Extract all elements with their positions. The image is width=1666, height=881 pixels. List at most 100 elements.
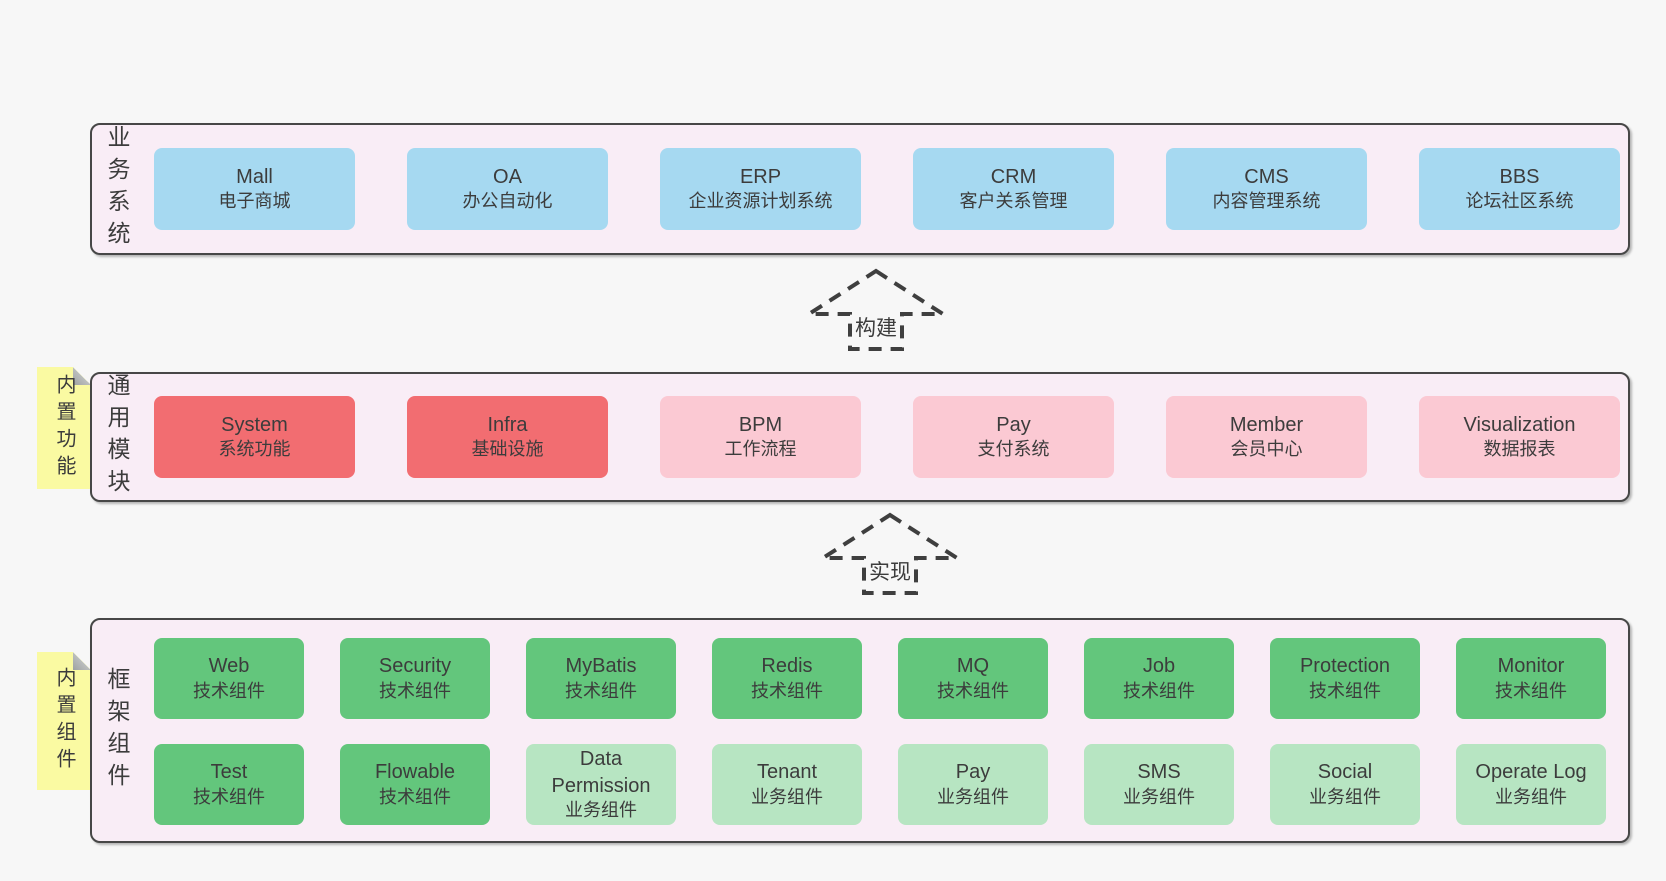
box-subtitle: 技术组件 [193,786,265,807]
box-subtitle: 技术组件 [751,680,823,701]
box-subtitle: 业务组件 [565,800,637,821]
up-arrow-icon [820,512,960,595]
box-visualization: Visualization 数据报表 [1419,396,1620,478]
panel-business-systems: 业务系统 Mall 电子商城 OA 办公自动化 ERP 企业资源计划系统 CRM… [90,123,1630,255]
box-monitor: Monitor 技术组件 [1456,638,1606,719]
box-subtitle: 技术组件 [193,680,265,701]
box-title: Web [208,655,250,678]
box-mq: MQ 技术组件 [898,638,1048,719]
box-subtitle: 办公自动化 [462,191,553,212]
box-title: Pay [955,761,991,784]
box-subtitle: 工作流程 [724,439,797,460]
box-redis: Redis 技术组件 [712,638,862,719]
panel-components-label: 框架组件 [104,666,130,795]
box-title: Test [210,761,248,784]
business-box-row: Mall 电子商城 OA 办公自动化 ERP 企业资源计划系统 CRM 客户关系… [154,125,1620,253]
note-fold-corner [73,652,91,670]
box-bpm: BPM 工作流程 [660,396,861,478]
panel-business-label: 业务系统 [104,125,130,253]
box-title: Social [1317,761,1373,784]
box-subtitle: 客户关系管理 [959,191,1068,212]
box-operate-log: Operate Log 业务组件 [1456,744,1606,825]
box-title: Redis [761,655,813,678]
box-subtitle: 论坛社区系统 [1465,191,1574,212]
box-subtitle: 技术组件 [379,680,451,701]
box-crm: CRM 客户关系管理 [913,148,1114,230]
box-subtitle: 技术组件 [1495,680,1567,701]
box-data-permission: Data Permission 业务组件 [526,744,676,825]
box-title: Job [1142,655,1176,678]
box-subtitle: 内容管理系统 [1212,191,1321,212]
box-flowable: Flowable 技术组件 [340,744,490,825]
box-pay-component: Pay 业务组件 [898,744,1048,825]
up-arrow-icon [806,268,946,351]
box-mybatis: MyBatis 技术组件 [526,638,676,719]
modules-box-row: System 系统功能 Infra 基础设施 BPM 工作流程 Pay 支付系统… [154,374,1620,500]
box-title: ERP [739,165,782,188]
box-title: Monitor [1497,655,1565,678]
box-system: System 系统功能 [154,396,355,478]
box-title: Operate Log [1475,761,1587,784]
box-subtitle: 业务组件 [1495,786,1567,807]
components-row-2: Test 技术组件 Flowable 技术组件 Data Permission … [154,744,1606,825]
box-protection: Protection 技术组件 [1270,638,1420,719]
box-title: Flowable [374,761,456,784]
box-subtitle: 技术组件 [1309,680,1381,701]
box-subtitle: 技术组件 [937,680,1009,701]
box-subtitle: 业务组件 [937,786,1009,807]
box-title: Pay [996,413,1031,436]
panel-common-modules: 通用模块 System 系统功能 Infra 基础设施 BPM 工作流程 Pay… [90,372,1630,502]
build-arrow-label: 构建 [852,312,900,342]
box-member: Member 会员中心 [1166,396,1367,478]
box-title: CMS [1244,165,1289,188]
box-title: SMS [1137,761,1181,784]
box-pay-system: Pay 支付系统 [913,396,1114,478]
box-title: Visualization [1463,413,1576,436]
box-subtitle: 会员中心 [1230,439,1303,460]
box-subtitle: 系统功能 [218,439,291,460]
sticky-note-label: 内置功能 [53,374,75,482]
box-subtitle: 支付系统 [977,439,1050,460]
box-subtitle: 业务组件 [1123,786,1195,807]
box-bbs: BBS 论坛社区系统 [1419,148,1620,230]
box-erp: ERP 企业资源计划系统 [660,148,861,230]
box-infra: Infra 基础设施 [407,396,608,478]
components-box-rows: Web 技术组件 Security 技术组件 MyBatis 技术组件 Redi… [154,638,1606,825]
box-title: Protection [1299,655,1391,678]
box-title: OA [493,165,522,188]
box-subtitle: 技术组件 [1123,680,1195,701]
box-title: Tenant [756,761,818,784]
build-arrow: 构建 [806,268,946,352]
box-security: Security 技术组件 [340,638,490,719]
implement-arrow-label: 实现 [866,556,914,586]
box-subtitle: 技术组件 [379,786,451,807]
box-oa: OA 办公自动化 [407,148,608,230]
box-subtitle: 电子商城 [218,191,291,212]
box-title: BBS [1499,165,1540,188]
box-title: BPM [738,413,783,436]
sticky-note-builtin-components: 内置组件 [37,652,91,790]
box-subtitle: 技术组件 [565,680,637,701]
box-subtitle: 数据报表 [1483,439,1556,460]
panel-modules-label: 通用模块 [104,373,130,501]
box-title: Data Permission [551,748,651,797]
box-test: Test 技术组件 [154,744,304,825]
box-title: System [221,413,288,436]
implement-arrow: 实现 [820,512,960,596]
note-fold-corner [73,367,91,385]
components-row-1: Web 技术组件 Security 技术组件 MyBatis 技术组件 Redi… [154,638,1606,719]
box-mall: Mall 电子商城 [154,148,355,230]
box-subtitle: 业务组件 [1309,786,1381,807]
box-web: Web 技术组件 [154,638,304,719]
box-title: Member [1229,413,1304,436]
box-tenant: Tenant 业务组件 [712,744,862,825]
box-cms: CMS 内容管理系统 [1166,148,1367,230]
box-title: Infra [487,413,528,436]
box-subtitle: 企业资源计划系统 [688,191,833,212]
box-title: Security [378,655,452,678]
box-title: Mall [236,165,273,188]
box-title: MyBatis [565,655,637,678]
sticky-note-label: 内置组件 [53,667,75,775]
box-subtitle: 基础设施 [471,439,544,460]
